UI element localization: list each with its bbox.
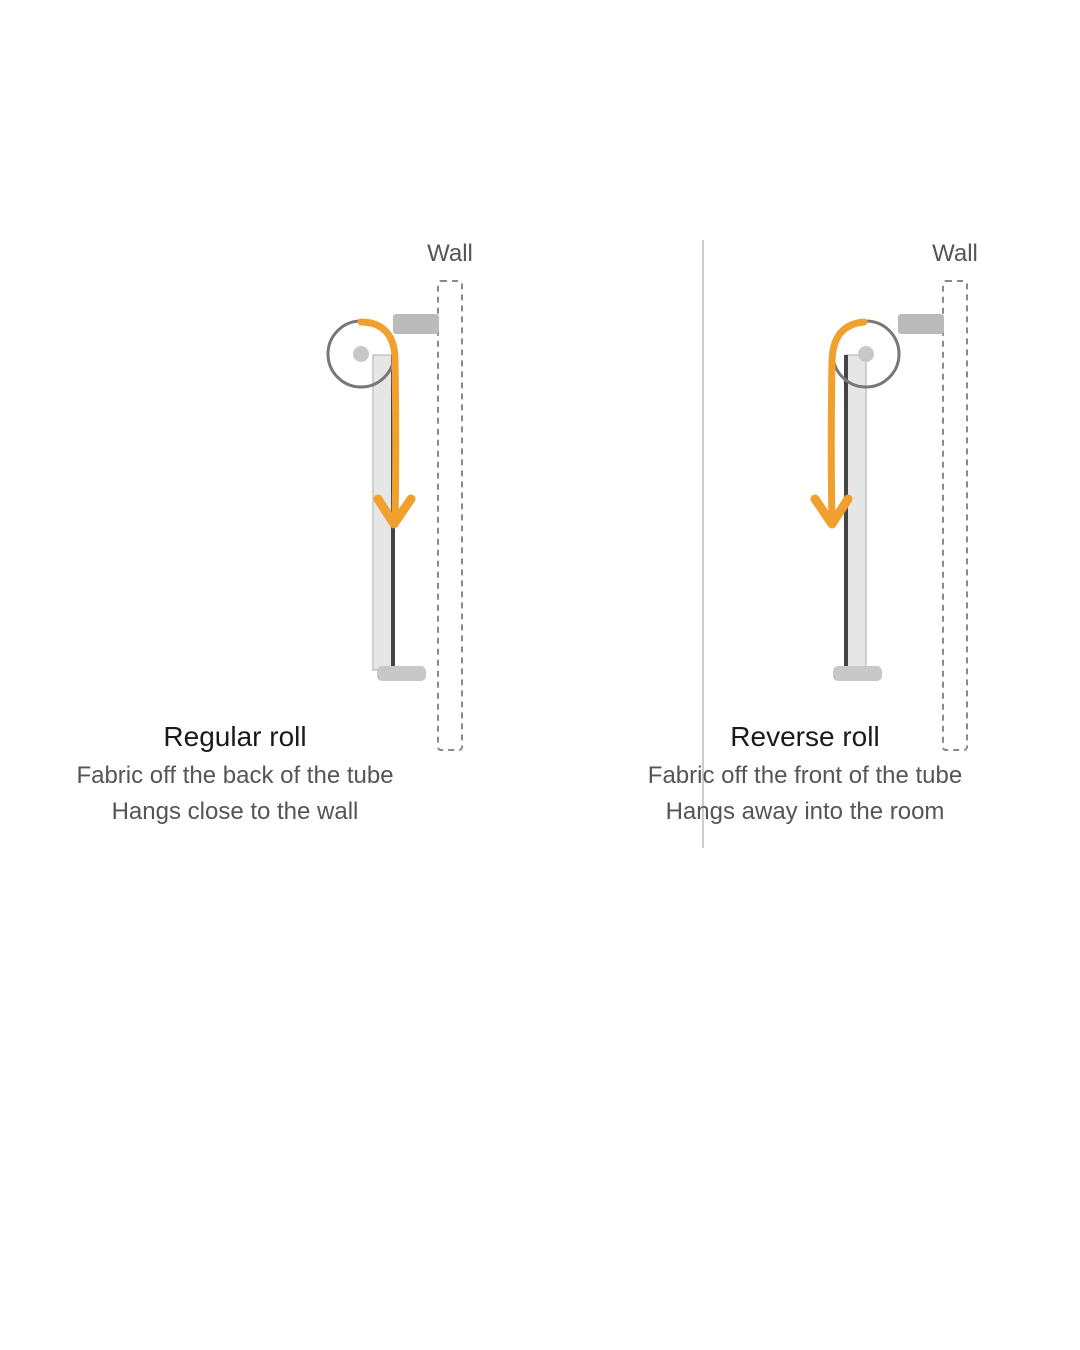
mounting-bracket-left [393, 314, 439, 334]
arrow-head-left [373, 494, 416, 529]
desc-regular-line1: Fabric off the back of the tube [76, 762, 393, 789]
bottom-rail-left [377, 666, 426, 681]
reverse-roll-panel: Wall Reverse roll Fabric off the front o… [648, 240, 978, 825]
wall-label-left: Wall [427, 240, 473, 267]
wall-left [437, 280, 463, 751]
roller-axle-left [353, 346, 369, 362]
regular-roll-panel: Wall Regular roll Fabric off the back of… [76, 240, 472, 825]
desc-reverse-line1: Fabric off the front of the tube [648, 762, 962, 789]
fabric-panel-right [845, 354, 867, 671]
wall-label-right: Wall [932, 240, 978, 267]
wall-right [942, 280, 968, 751]
bottom-rail-right [833, 666, 882, 681]
title-regular-roll: Regular roll [163, 721, 306, 752]
desc-reverse-line2: Hangs away into the room [666, 798, 945, 825]
desc-regular-line2: Hangs close to the wall [112, 798, 359, 825]
arrow-head-right [810, 494, 853, 529]
title-reverse-roll: Reverse roll [730, 721, 879, 752]
roller-axle-right [858, 346, 874, 362]
fabric-direction-arrow-left [357, 318, 400, 526]
mounting-bracket-right [898, 314, 944, 334]
fabric-direction-arrow-right [827, 318, 868, 526]
